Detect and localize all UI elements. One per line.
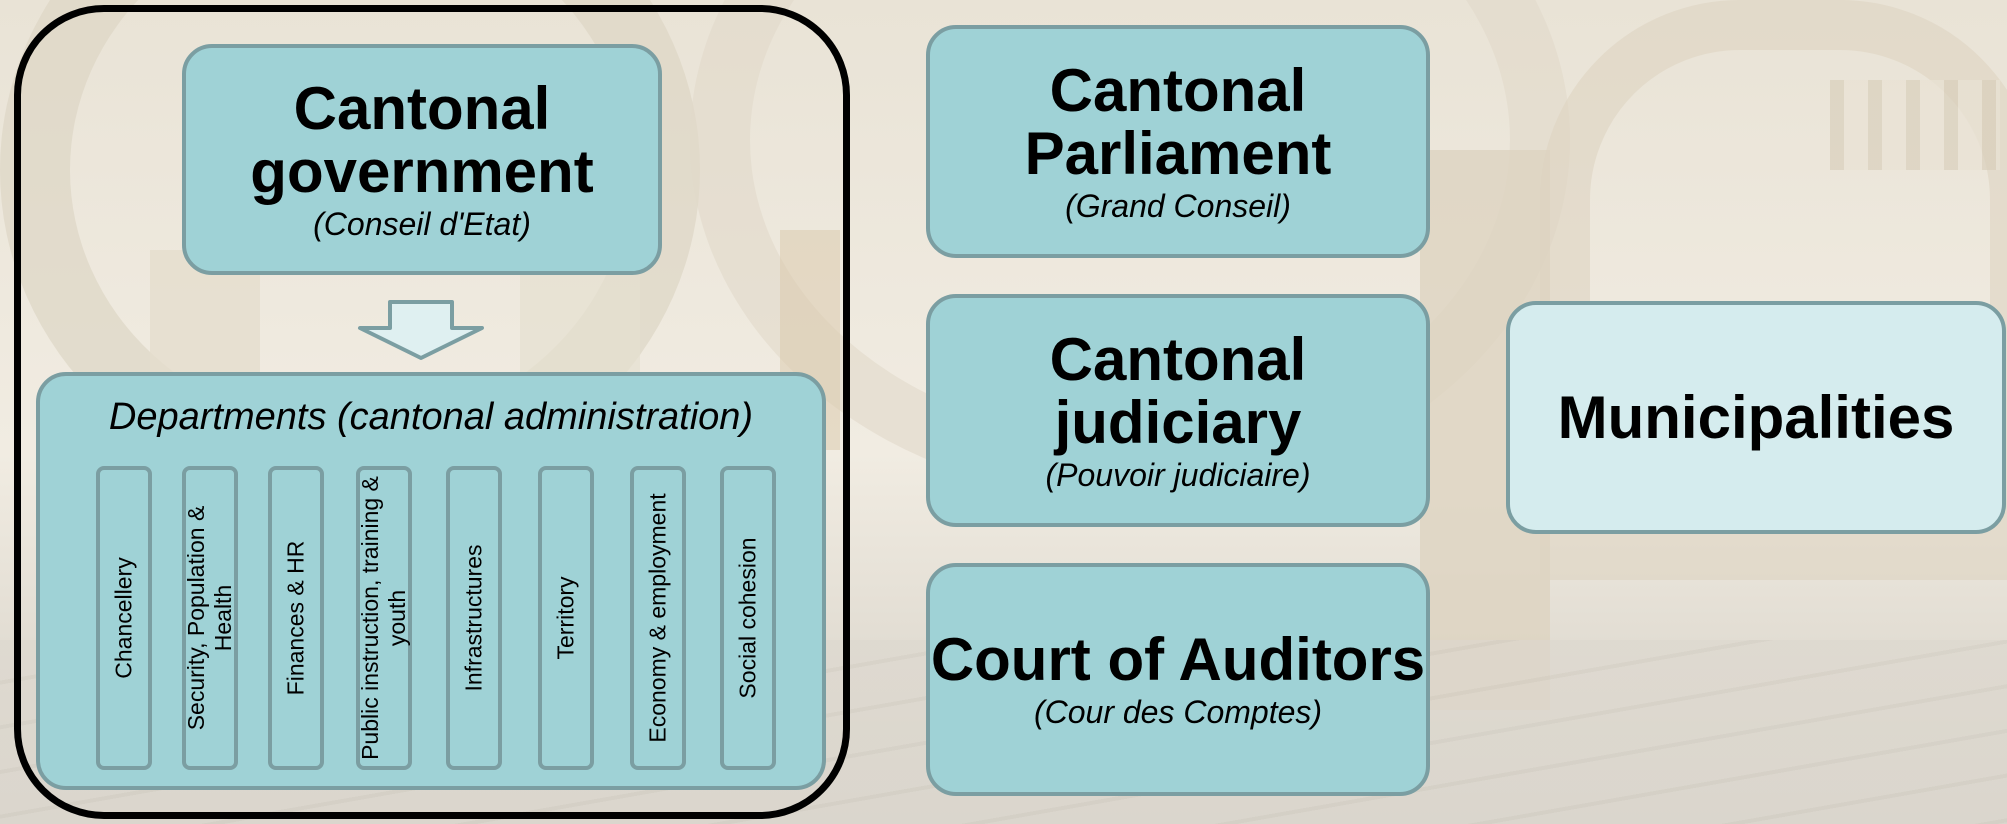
department-label: Infrastructures	[460, 544, 487, 692]
municipalities-title: Municipalities	[1557, 384, 1955, 451]
cantonal-judiciary-subtitle: (Pouvoir judiciaire)	[1045, 456, 1311, 493]
court-of-auditors-box: Court of Auditors (Cour des Comptes)	[926, 563, 1430, 796]
cantonal-judiciary-box: Cantonal judiciary (Pouvoir judiciaire)	[926, 294, 1430, 527]
department-label: Public instruction, training & youth	[357, 476, 410, 760]
department-chancellery: Chancellery	[96, 466, 152, 770]
department-label: Security, Population & Health	[183, 505, 236, 731]
department-infrastructures: Infrastructures	[446, 466, 502, 770]
department-label: Economy & employment	[644, 493, 671, 743]
department-economy-employment: Economy & employment	[630, 466, 686, 770]
cantonal-government-box: Cantonal government (Conseil d'Etat)	[182, 44, 662, 275]
department-security-population-health: Security, Population & Health	[182, 466, 238, 770]
department-label: Finances & HR	[282, 540, 309, 696]
cantonal-government-title: Cantonal government	[250, 74, 594, 205]
department-territory: Territory	[538, 466, 594, 770]
department-label: Social cohesion	[734, 537, 761, 699]
cantonal-government-subtitle: (Conseil d'Etat)	[313, 205, 531, 242]
cantonal-parliament-title: Cantonal Parliament	[1024, 56, 1332, 187]
department-label: Territory	[552, 576, 579, 660]
department-label: Chancellery	[110, 557, 137, 679]
cantonal-parliament-subtitle: (Grand Conseil)	[1065, 187, 1291, 224]
cantonal-parliament-box: Cantonal Parliament (Grand Conseil)	[926, 25, 1430, 258]
municipalities-box: Municipalities	[1506, 301, 2006, 534]
departments-heading: Departments (cantonal administration)	[108, 396, 754, 438]
department-social-cohesion: Social cohesion	[720, 466, 776, 770]
government-group-frame	[14, 5, 850, 819]
departments-box: Departments (cantonal administration) Ch…	[36, 372, 826, 790]
cantonal-judiciary-title: Cantonal judiciary	[1049, 325, 1307, 456]
court-of-auditors-title: Court of Auditors	[930, 626, 1426, 693]
court-of-auditors-subtitle: (Cour des Comptes)	[1033, 694, 1323, 730]
department-finances-hr: Finances & HR	[268, 466, 324, 770]
department-public-instruction: Public instruction, training & youth	[356, 466, 412, 770]
